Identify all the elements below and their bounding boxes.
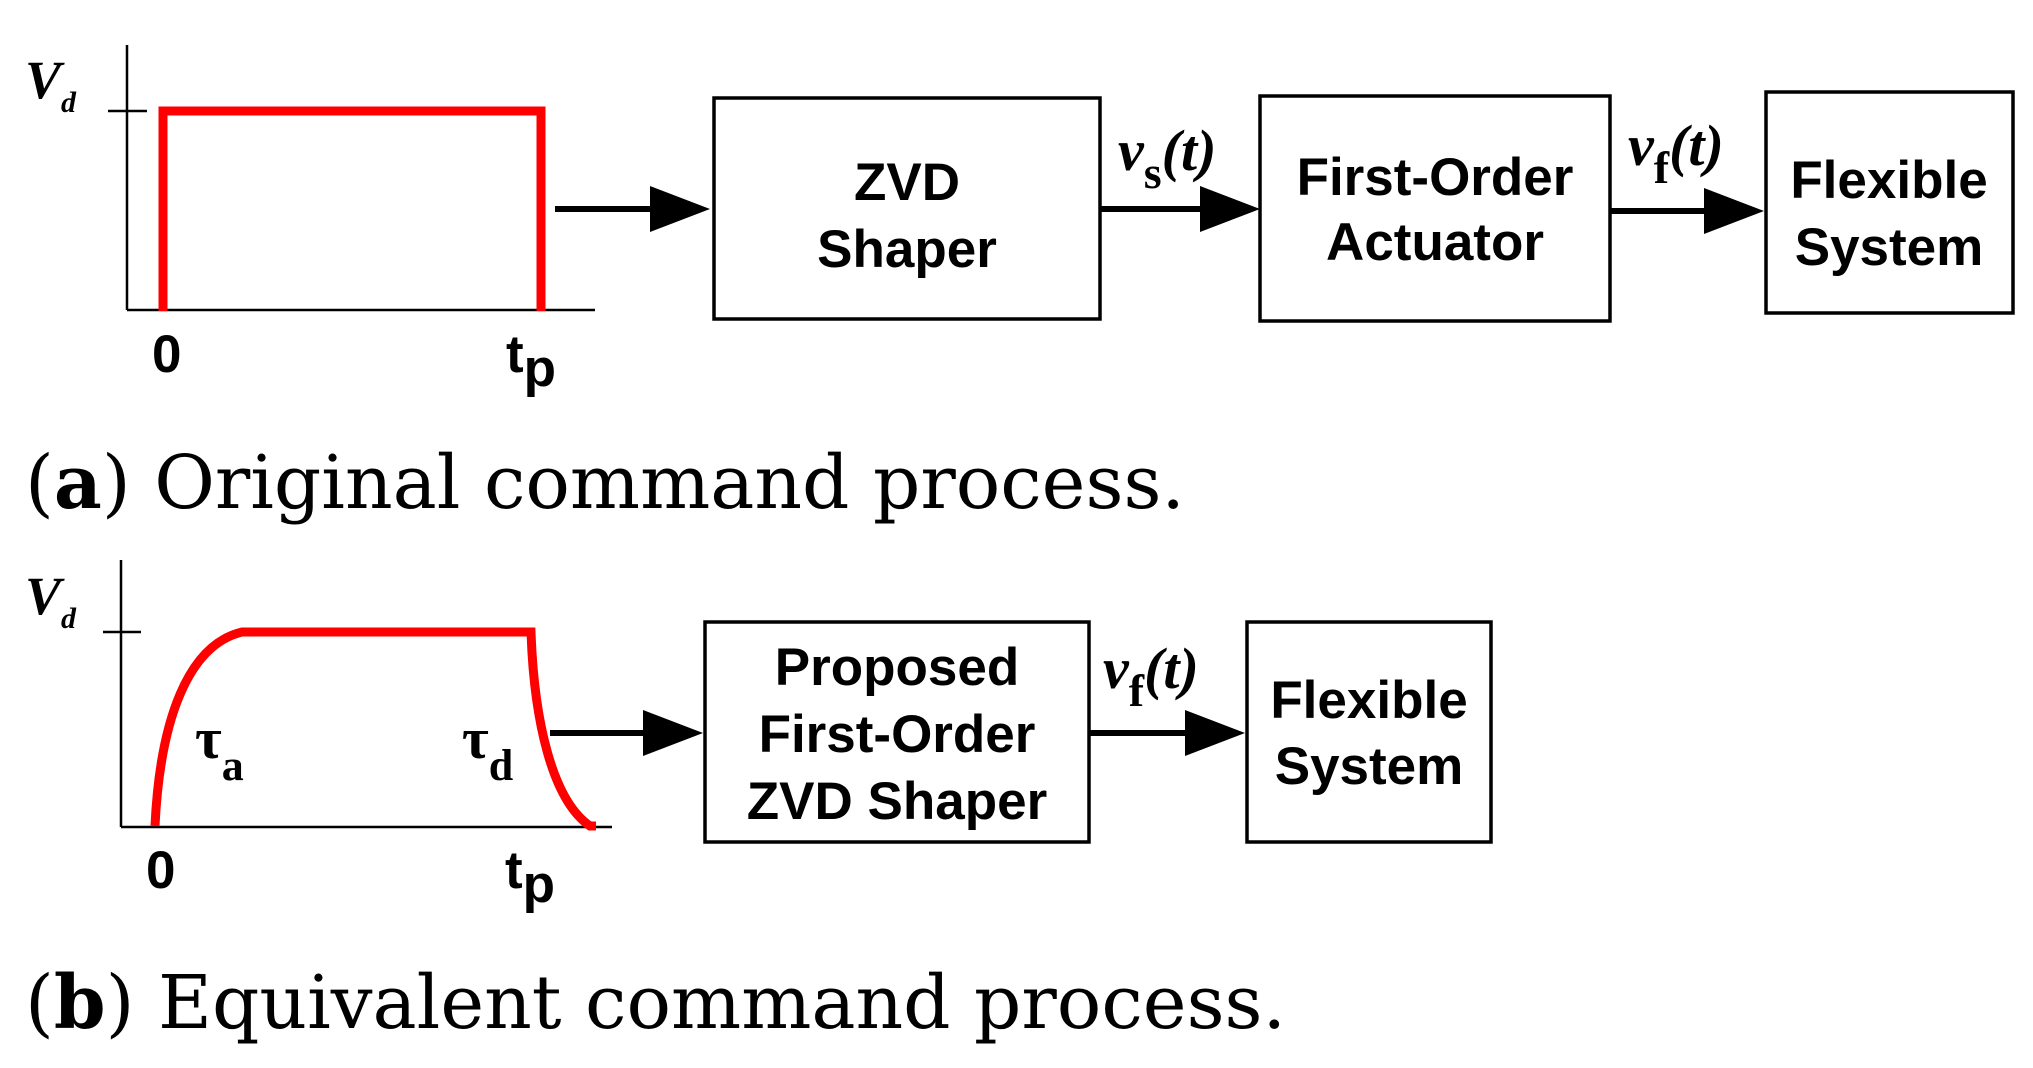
panel-a-y-axis-label: Vd [25, 50, 77, 119]
panel-a-zvd-shaper-block [712, 96, 1102, 321]
panel-b-y-axis-label: Vd [25, 566, 77, 635]
panel-b-tau-d: τd [462, 706, 513, 790]
panel-b-proposed-shaper-block [703, 620, 1091, 844]
panel-a-actuator-line-2: Actuator [1326, 213, 1544, 272]
panel-a-arrow-vf [1610, 188, 1764, 234]
panel-b-flexible-system-block [1245, 620, 1493, 844]
panel-a-signal-vf: vf(t) [1628, 113, 1724, 193]
panel-a: Vd 0 tp ZVD Shaper vs(t) First-Order Act… [25, 45, 2015, 526]
panel-a-caption: (a) Original command process. [25, 440, 1185, 526]
panel-a-flexible-system-block [1764, 90, 2015, 315]
panel-a-flexible-line-1: Flexible [1790, 151, 1987, 210]
panel-a-signal-vs: vs(t) [1118, 118, 1216, 198]
panel-b-x-tick-tp: tp [505, 841, 555, 914]
panel-b-shaper-line-1: Proposed [775, 638, 1019, 697]
panel-b-arrow-vf [1089, 710, 1245, 756]
panel-b-x-tick-0: 0 [146, 841, 175, 900]
panel-b-arrow-input [550, 710, 703, 756]
panel-b-flexible-line-2: System [1275, 737, 1464, 796]
panel-a-x-tick-0: 0 [152, 325, 181, 384]
panel-b-tau-a: τa [195, 706, 244, 790]
panel-a-flexible-line-2: System [1795, 218, 1984, 277]
panel-a-rectangular-pulse [158, 106, 546, 311]
panel-b-flexible-line-1: Flexible [1270, 671, 1467, 730]
panel-a-first-order-actuator-block [1258, 94, 1612, 323]
panel-b-caption: (b) Equivalent command process. [25, 960, 1286, 1046]
panel-b-shaper-line-3: ZVD Shaper [747, 772, 1047, 831]
panel-a-arrow-input [555, 186, 710, 232]
panel-a-actuator-line-1: First-Order [1297, 148, 1574, 207]
panel-a-arrow-vs [1100, 186, 1260, 232]
panel-a-zvd-shaper-line-1: ZVD [854, 153, 960, 212]
panel-a-x-tick-tp: tp [506, 325, 556, 398]
panel-b-shaped-pulse [150, 627, 596, 831]
panel-b-signal-vf: vf(t) [1103, 636, 1199, 716]
panel-b: Vd τa τd 0 tp Proposed First-Order ZVD S… [25, 560, 1493, 1046]
panel-b-shaper-line-2: First-Order [759, 705, 1036, 764]
panel-a-zvd-shaper-line-2: Shaper [817, 220, 997, 279]
